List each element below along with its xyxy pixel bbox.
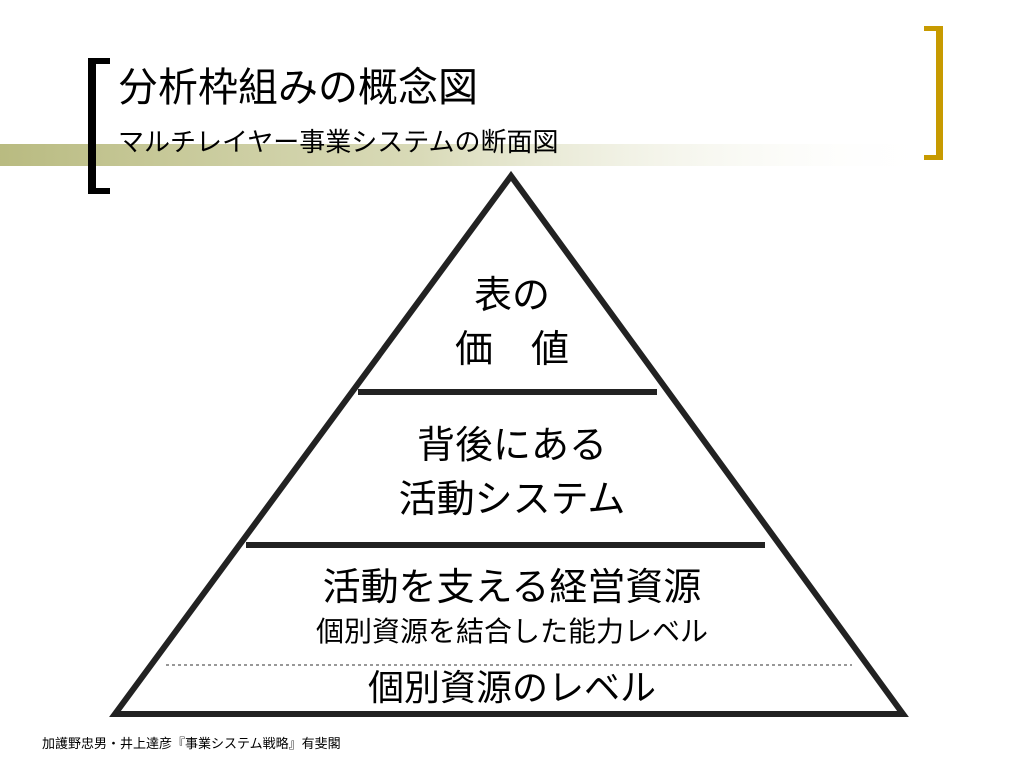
pyramid-base-sub-label: 個別資源を結合した能力レベル <box>315 615 708 648</box>
pyramid-middle-label: 背後にある 活動システム <box>312 418 712 526</box>
slide-title: 分析枠組みの概念図 <box>118 65 478 111</box>
title-accent-band <box>0 144 940 166</box>
pyramid-base-bottom-label: 個別資源のレベル <box>367 668 656 709</box>
middle-line-2: 活動システム <box>398 477 626 521</box>
middle-line-1: 背後にある <box>416 423 607 467</box>
right-title-bracket <box>924 26 943 160</box>
pyramid-outline <box>109 170 909 717</box>
pyramid-apex-label: 表の 価 値 <box>412 268 612 376</box>
pyramid-base-main-label: 活動を支える経営資源 <box>322 565 702 609</box>
apex-line-2: 価 値 <box>454 327 569 371</box>
apex-line-1: 表の <box>473 273 550 317</box>
slide-subtitle: マルチレイヤー事業システムの断面図 <box>118 128 559 158</box>
left-title-bracket <box>88 58 110 194</box>
source-citation: 加護野忠男・井上達彦『事業システム戦略』有斐閣 <box>42 737 341 752</box>
